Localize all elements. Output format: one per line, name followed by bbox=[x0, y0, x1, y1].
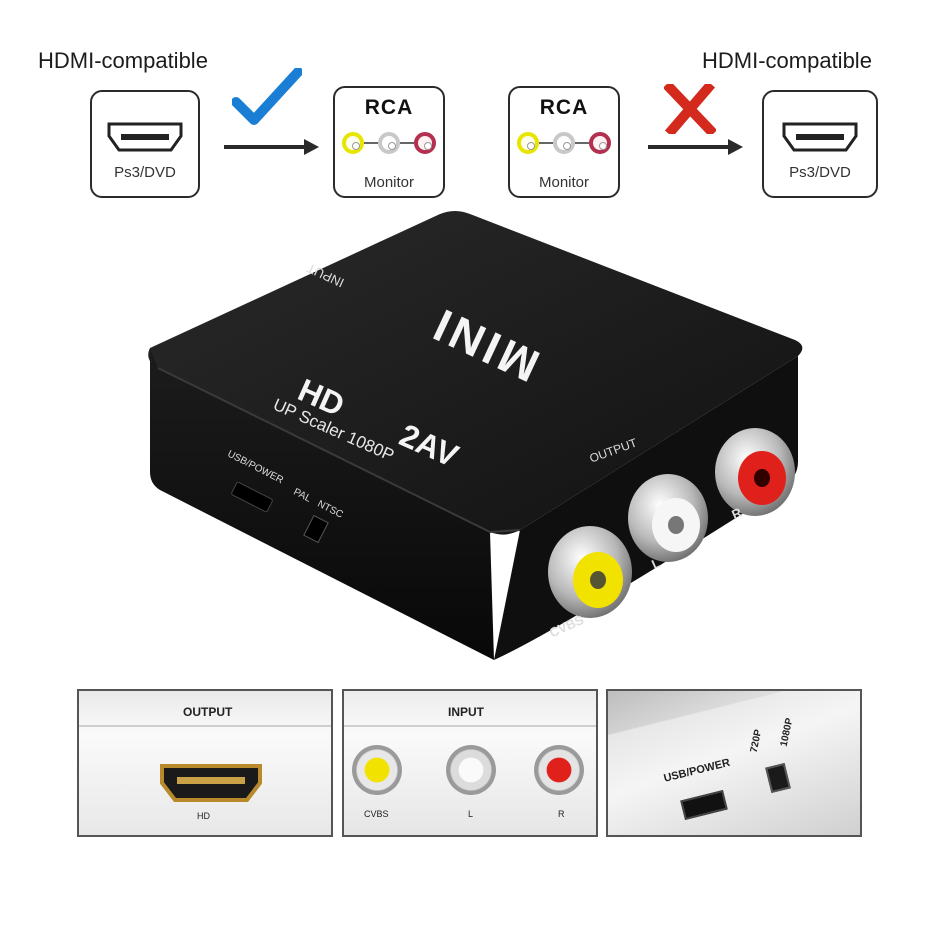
panel2-r-label: R bbox=[558, 809, 565, 819]
rca-monitor-card-2: RCA Monitor bbox=[508, 86, 620, 198]
rca-jack-row bbox=[335, 132, 443, 154]
white-jack-icon bbox=[553, 132, 575, 154]
red-rca-port bbox=[534, 745, 584, 795]
hdmi-port-icon bbox=[107, 122, 183, 152]
top-left-label: HDMI-compatible bbox=[38, 48, 208, 73]
rca-monitor-card: RCA Monitor bbox=[333, 86, 445, 198]
top-right-label: HDMI-compatible bbox=[702, 48, 872, 73]
hdmi-source-card: Ps3/DVD bbox=[90, 90, 200, 198]
yellow-jack-icon bbox=[342, 132, 364, 154]
red-jack-icon bbox=[414, 132, 436, 154]
rca-jack-row bbox=[510, 132, 618, 154]
white-rca-port bbox=[446, 745, 496, 795]
panel3-opt1-label: 720P bbox=[748, 728, 765, 754]
cross-icon bbox=[664, 84, 716, 134]
input-panel: INPUT CVBS L R bbox=[342, 689, 598, 837]
white-jack-icon bbox=[378, 132, 400, 154]
arrow-right-icon bbox=[224, 139, 319, 155]
card2-caption: Monitor bbox=[363, 174, 415, 191]
hdmi-port-icon bbox=[782, 122, 858, 152]
card4-caption: Ps3/DVD bbox=[789, 164, 851, 181]
panel2-title: INPUT bbox=[448, 705, 484, 719]
resolution-switch bbox=[765, 762, 791, 794]
checkmark-icon bbox=[232, 68, 302, 125]
card1-caption: Ps3/DVD bbox=[114, 164, 176, 181]
card2-title: RCA bbox=[364, 96, 414, 119]
hdmi-port-icon bbox=[160, 764, 262, 802]
red-jack-icon bbox=[589, 132, 611, 154]
panel1-port-label: HD bbox=[197, 811, 210, 821]
output-panel: OUTPUT HD bbox=[77, 689, 333, 837]
arrow-right-icon bbox=[648, 139, 743, 155]
panel3-opt2-label: 1080P bbox=[778, 717, 796, 748]
usb-port-icon bbox=[680, 789, 728, 821]
card3-caption: Monitor bbox=[538, 174, 590, 191]
device-red-jack bbox=[715, 428, 795, 516]
card3-title: RCA bbox=[539, 96, 589, 119]
panel2-l-label: L bbox=[468, 809, 474, 819]
yellow-rca-port bbox=[352, 745, 402, 795]
panel3-usb-label: USB/POWER bbox=[662, 756, 732, 785]
panel2-cvbs-label: CVBS bbox=[364, 809, 389, 819]
yellow-jack-icon bbox=[517, 132, 539, 154]
converter-device bbox=[148, 211, 803, 660]
side-panel: USB/POWER 720P 1080P bbox=[606, 689, 862, 837]
hdmi-display-card: Ps3/DVD bbox=[762, 90, 878, 198]
panel1-title: OUTPUT bbox=[183, 705, 233, 719]
